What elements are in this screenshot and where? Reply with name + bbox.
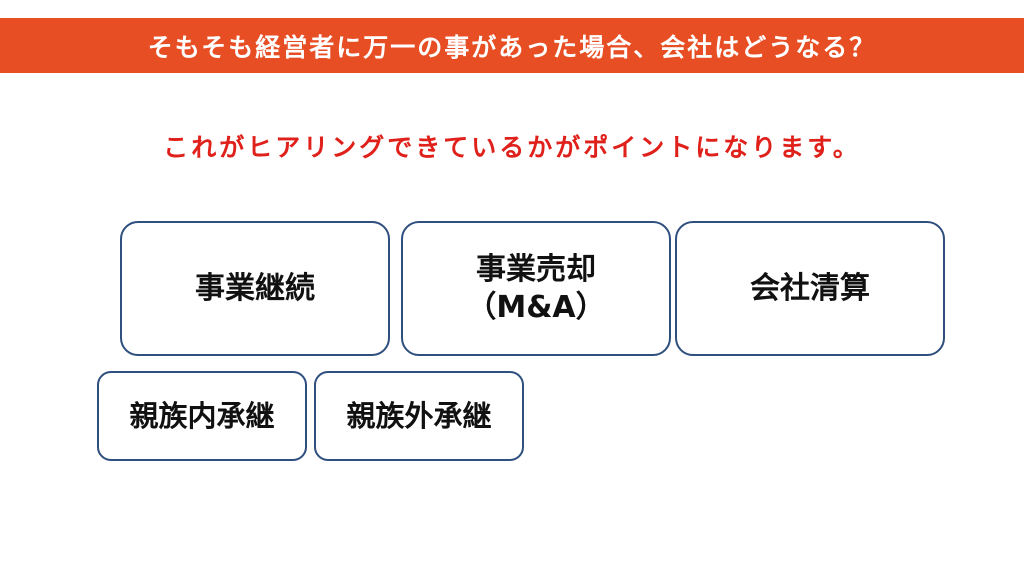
succession-box-family: 親族内承継 <box>97 371 307 461</box>
succession-box-non-family: 親族外承継 <box>314 371 524 461</box>
title-bar: そもそも経営者に万一の事があった場合、会社はどうなる？ <box>0 18 1024 73</box>
option-label-liquidation: 会社清算 <box>750 270 870 306</box>
option-label-business-continuation: 事業継続 <box>195 270 315 306</box>
option-label-business-sale: 事業売却 <box>476 252 596 287</box>
option-box-business-continuation: 事業継続 <box>120 221 390 356</box>
succession-label-family: 親族内承継 <box>129 398 275 433</box>
option-box-business-sale: 事業売却 （M&A） <box>401 221 671 356</box>
option-box-liquidation: 会社清算 <box>675 221 945 356</box>
slide-title: そもそも経営者に万一の事があった場合、会社はどうなる？ <box>147 32 877 62</box>
succession-label-non-family: 親族外承継 <box>346 398 492 433</box>
option-label-business-sale-ma: （M&A） <box>466 289 606 325</box>
key-point-text: これがヒアリングできているかがポイントになります。 <box>163 133 861 162</box>
